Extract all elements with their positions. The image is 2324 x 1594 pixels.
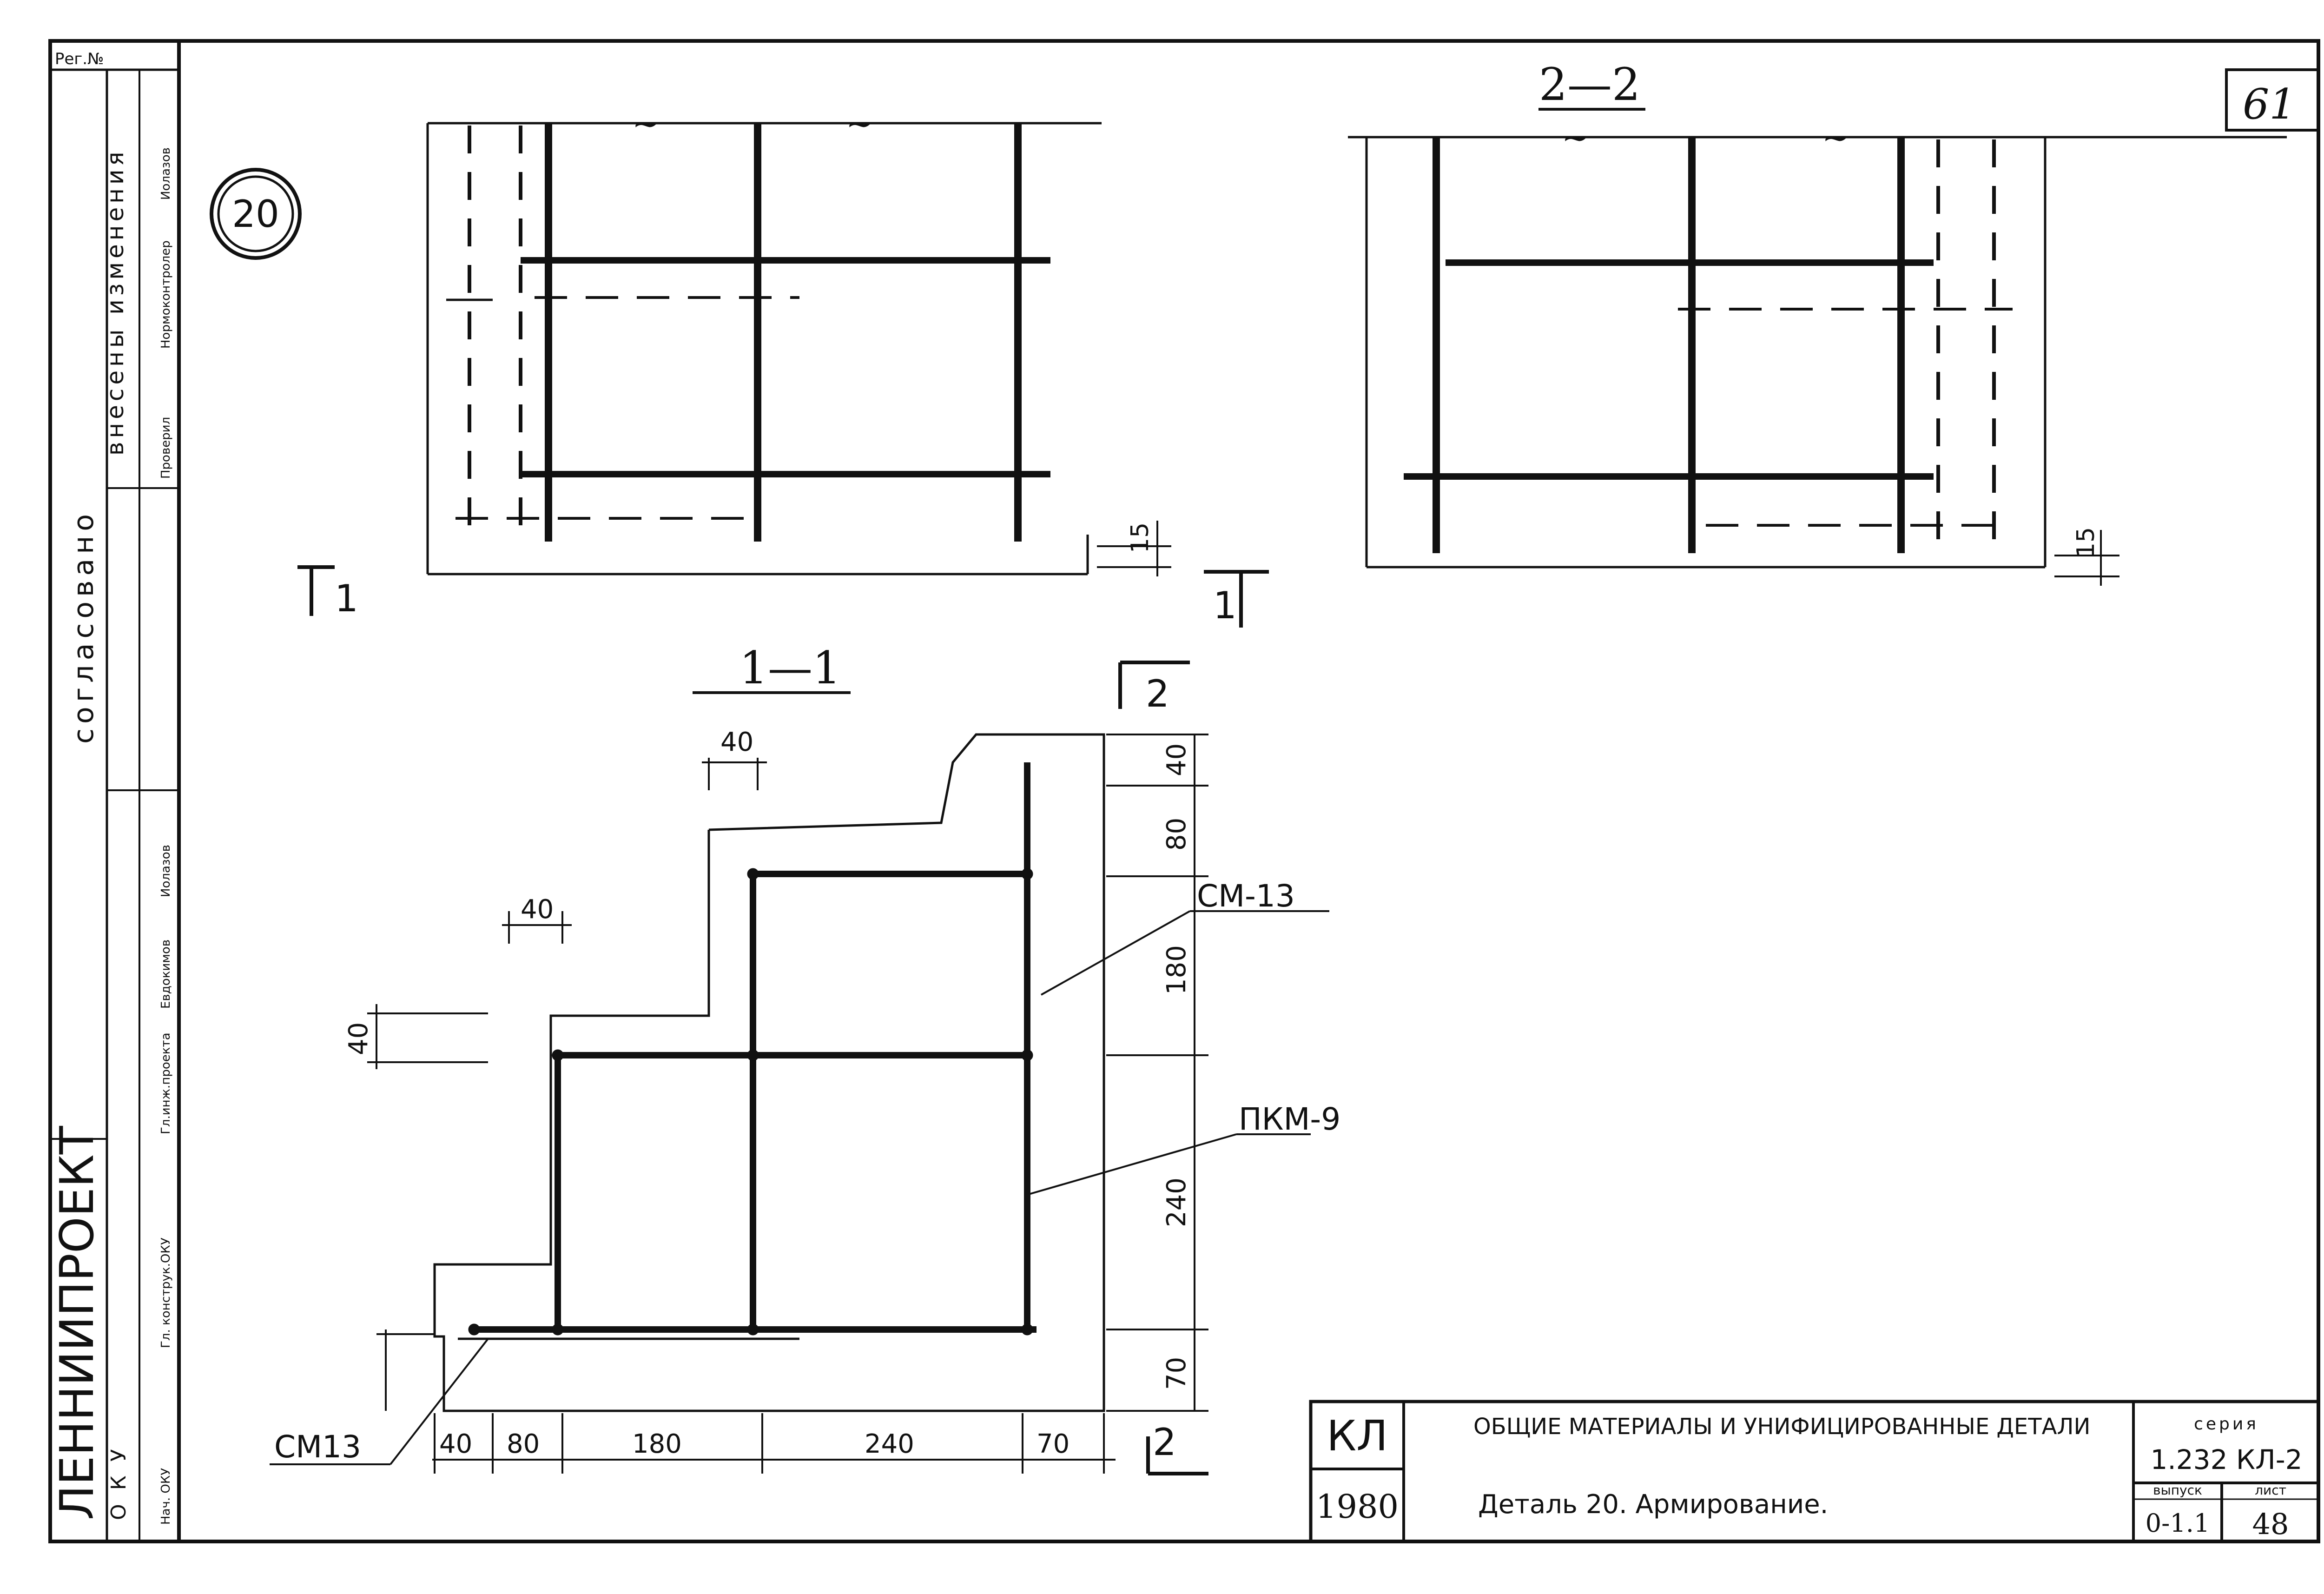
- detail-number-circle: 20: [210, 168, 302, 260]
- dimension-label: 240: [865, 1429, 914, 1459]
- dimension-label: 40: [1162, 743, 1192, 776]
- svg-text:1: 1: [335, 577, 358, 620]
- svg-text:1: 1: [1213, 584, 1237, 627]
- callout-cm13: СМ13: [274, 1429, 361, 1465]
- stamp-role-row: Нач. ОКУ: [159, 1468, 173, 1525]
- stamp-role-row: Проверил: [159, 417, 173, 479]
- changes-header: внесены изменения: [102, 148, 129, 456]
- dimension-label: 70: [1037, 1429, 1070, 1459]
- dimension-label: 240: [1162, 1177, 1192, 1227]
- sheet-value: 48: [2252, 1507, 2289, 1541]
- dimension-label: 40: [343, 1022, 374, 1055]
- org-name: ЛЕННИИПРОЕКТ: [50, 1125, 104, 1520]
- series-value: 1.232 КЛ-2: [2150, 1444, 2302, 1475]
- dimension-label: 15: [1126, 523, 1154, 553]
- section-cut-mark-2-bottom: 2: [1146, 1421, 1208, 1475]
- right-dimension-chain: [1106, 734, 1208, 1412]
- dimension-label: 180: [632, 1429, 682, 1459]
- reg-no-label: Рег.№: [55, 50, 104, 68]
- stamp-name-row: Евдокимов: [159, 939, 173, 1009]
- stamp-name-row: Иолазов: [159, 845, 173, 897]
- section-1-1-view: [433, 733, 1105, 1412]
- svg-text:1—1: 1—1: [739, 642, 841, 694]
- section-cut-mark-1-right: 1: [1204, 570, 1269, 628]
- dimension-label: 80: [507, 1429, 540, 1459]
- title-block-year: 1980: [1316, 1488, 1399, 1526]
- break-mark: ~: [846, 105, 873, 143]
- bottom-dimension-chain: [432, 1413, 1116, 1474]
- section-cut-mark-1-left: 1: [297, 565, 358, 620]
- dimension-label: 15: [2072, 527, 2100, 558]
- issue-label: выпуск: [2153, 1482, 2202, 1498]
- section-2-2-view: [1348, 136, 2287, 586]
- svg-text:2: 2: [1146, 672, 1169, 715]
- side-stamp: [50, 68, 179, 1541]
- dept-name: ОКУ: [107, 1435, 131, 1520]
- approved-label: согласовано: [67, 509, 100, 744]
- issue-value: 0-1.1: [2146, 1508, 2210, 1538]
- dimension-label: 40: [439, 1429, 472, 1459]
- dimension-label: 80: [1162, 818, 1192, 851]
- callout-cm13: СМ-13: [1197, 878, 1295, 914]
- sheet-label: лист: [2255, 1482, 2286, 1498]
- dimension-label: 40: [521, 894, 554, 925]
- callout-pkm9: ПКМ-9: [1239, 1101, 1340, 1137]
- series-label: серия: [2194, 1415, 2259, 1434]
- stamp-name-row: Иолазов: [159, 147, 173, 200]
- section-1-1-title: 1—1: [693, 642, 851, 694]
- callout-leaders: [270, 910, 1329, 1465]
- sheet-number-box: 61: [2225, 68, 2320, 132]
- svg-text:61: 61: [2243, 80, 2296, 129]
- svg-text:2: 2: [1153, 1421, 1176, 1464]
- local-dimensions: [367, 758, 767, 1411]
- top-left-plan-view: [426, 122, 1171, 576]
- sheet-frame: [48, 39, 2320, 1543]
- title-block-code: КЛ: [1327, 1412, 1388, 1461]
- title-block: [1309, 1400, 2320, 1543]
- stamp-role-row: Гл.инж.проекта: [159, 1032, 173, 1134]
- title-block-subtitle: Деталь 20. Армирование.: [1478, 1489, 1828, 1520]
- svg-text:2—2: 2—2: [1539, 59, 1640, 111]
- svg-text:20: 20: [232, 192, 279, 236]
- dimension-label: 180: [1162, 945, 1192, 995]
- section-cut-mark-2-top: 2: [1118, 661, 1190, 715]
- break-mark: ~: [632, 105, 660, 143]
- title-block-title: ОБЩИЕ МАТЕРИАЛЫ И УНИФИЦИРОВАННЫЕ ДЕТАЛИ: [1473, 1414, 2090, 1440]
- section-2-2-title: 2—2: [1538, 59, 1645, 111]
- dimension-label: 70: [1162, 1357, 1192, 1390]
- dimension-label: 40: [720, 727, 753, 757]
- break-mark: ~: [1562, 119, 1589, 157]
- stamp-role-row: Нормоконтролер: [159, 240, 173, 349]
- stamp-role-row: Гл. конструк.ОКУ: [159, 1237, 173, 1348]
- break-mark: ~: [1822, 119, 1849, 157]
